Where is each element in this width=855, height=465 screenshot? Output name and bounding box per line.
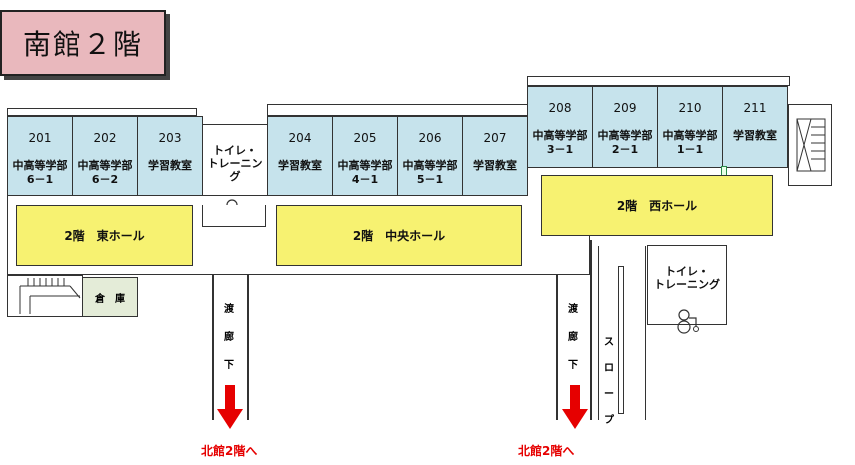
corridor-wall [247,275,249,420]
room-number: 209 [613,101,637,115]
room-207: 207 学習教室 [462,116,528,196]
room-number: 201 [28,131,52,145]
room-number: 204 [288,131,312,145]
room-name: 中高等学部 1－1 [662,129,718,156]
toilet-label: トイレ・ トレーニング [207,144,263,183]
room-202: 202 中高等学部 6－2 [72,116,138,196]
page-title: 南館２階 [0,10,166,76]
room-name: 中高等学部 3－1 [532,129,588,156]
room-203: 203 学習教室 [137,116,203,196]
building-outline-west [7,108,197,116]
room-name: 中高等学部 2－1 [597,129,653,156]
room-number: 208 [548,101,572,115]
room-number: 203 [158,131,182,145]
east-hall: 2階 東ホール [16,205,193,266]
room-210: 210 中高等学部 1－1 [657,86,723,168]
corridor-wall [556,275,558,420]
room-name: 中高等学部 6－2 [77,159,133,186]
building-outline-center [267,104,529,116]
room-number: 207 [483,131,507,145]
room-name: 中高等学部 5－1 [402,159,458,186]
corridor-wall [590,240,592,420]
wheelchair-icon [677,309,699,334]
north-building-link-left[interactable]: 北館2階へ [201,444,258,458]
room-211: 211 学習教室 [722,86,788,168]
central-hall: 2階 中央ホール [276,205,522,266]
arrow-down-icon [562,385,588,429]
stairs-icon [796,118,826,172]
room-number: 202 [93,131,117,145]
north-building-link-right[interactable]: 北館2階へ [518,444,575,458]
room-number: 210 [678,101,702,115]
stairs-icon [19,278,81,314]
slope-rail [618,266,624,414]
room-201: 201 中高等学部 6－1 [7,116,73,196]
corridor-label-left: 渡 廊 下 [224,304,234,371]
toilet-label: トイレ・ トレーニング [654,265,720,291]
arrow-down-icon [217,385,243,429]
stairwell-west [7,275,83,317]
room-name: 学習教室 [733,129,777,142]
room-206: 206 中高等学部 5－1 [397,116,463,196]
room-204: 204 学習教室 [267,116,333,196]
building-outline-east [527,76,790,86]
room-name: 中高等学部 6－1 [12,159,68,186]
toilet-training-room-north: トイレ・ トレーニング [202,124,268,224]
room-number: 211 [743,101,767,115]
room-number: 205 [353,131,377,145]
room-name: 学習教室 [278,159,322,172]
corridor-wall [212,275,214,420]
storage-room: 倉 庫 [82,277,138,317]
stairwell-east [788,104,832,186]
slope-label: ス ロ ー プ [604,337,614,426]
room-208: 208 中高等学部 3－1 [527,86,593,168]
room-205: 205 中高等学部 4－1 [332,116,398,196]
room-number: 206 [418,131,442,145]
corridor-label-right: 渡 廊 下 [568,304,578,371]
toilet-entrance [202,205,266,227]
room-209: 209 中高等学部 2－1 [592,86,658,168]
room-name: 学習教室 [473,159,517,172]
toilet-training-room-south: トイレ・ トレーニング [647,245,727,334]
room-name: 中高等学部 4－1 [337,159,393,186]
room-name: 学習教室 [148,159,192,172]
slope-structure [598,246,646,420]
west-hall: 2階 西ホール [541,175,773,236]
